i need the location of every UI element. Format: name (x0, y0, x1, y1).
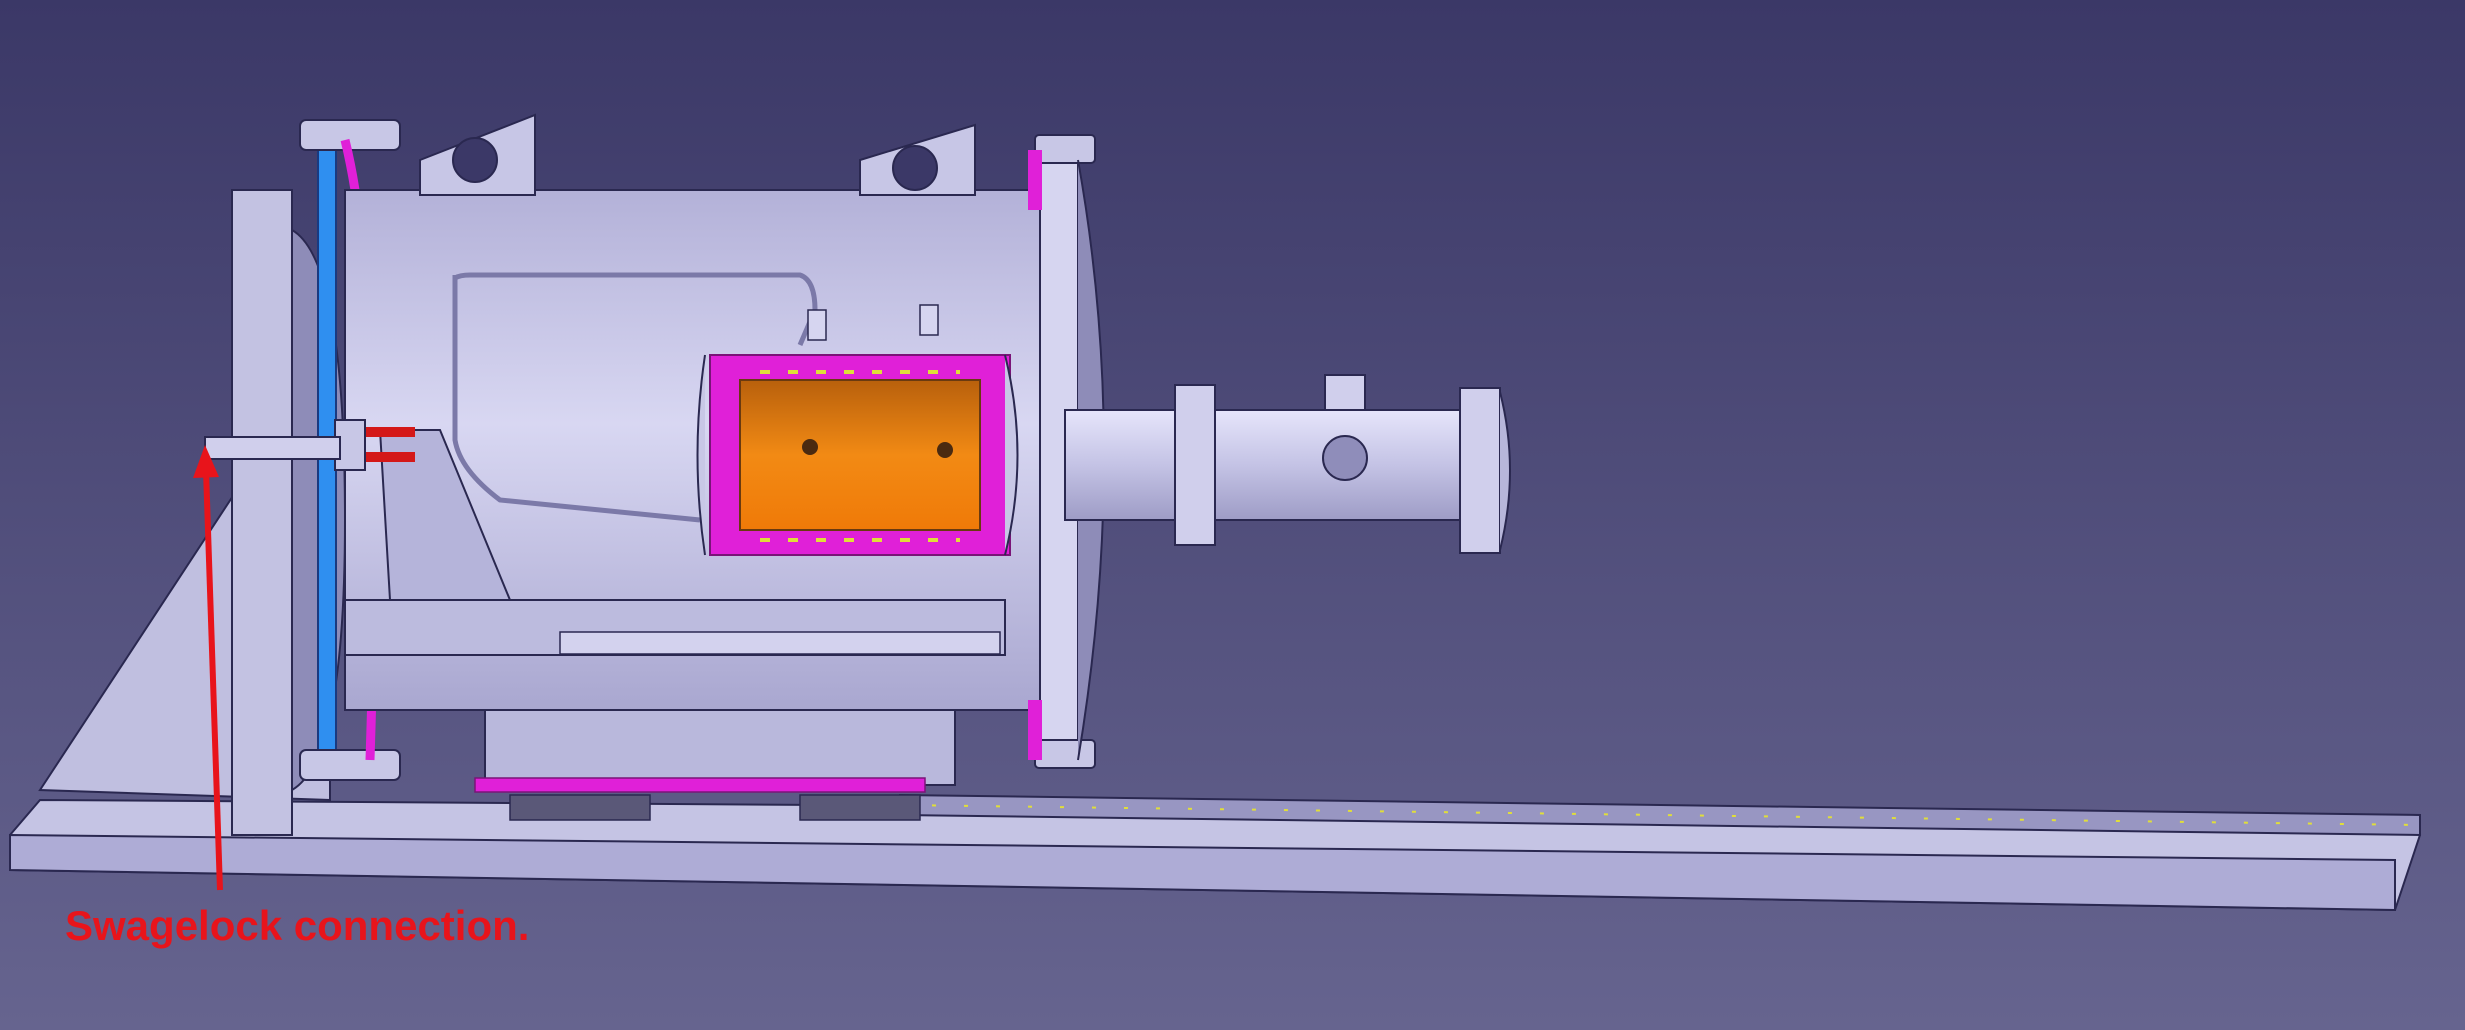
lifting-eye-icon (452, 137, 498, 183)
inner-cylinder (696, 354, 1019, 556)
support-stand (474, 709, 956, 821)
annotation-label: Swagelock connection. (65, 902, 530, 949)
annotation-arrow (193, 445, 223, 891)
lifting-eye-icon (892, 145, 938, 191)
beam-pipe (1064, 374, 1511, 554)
